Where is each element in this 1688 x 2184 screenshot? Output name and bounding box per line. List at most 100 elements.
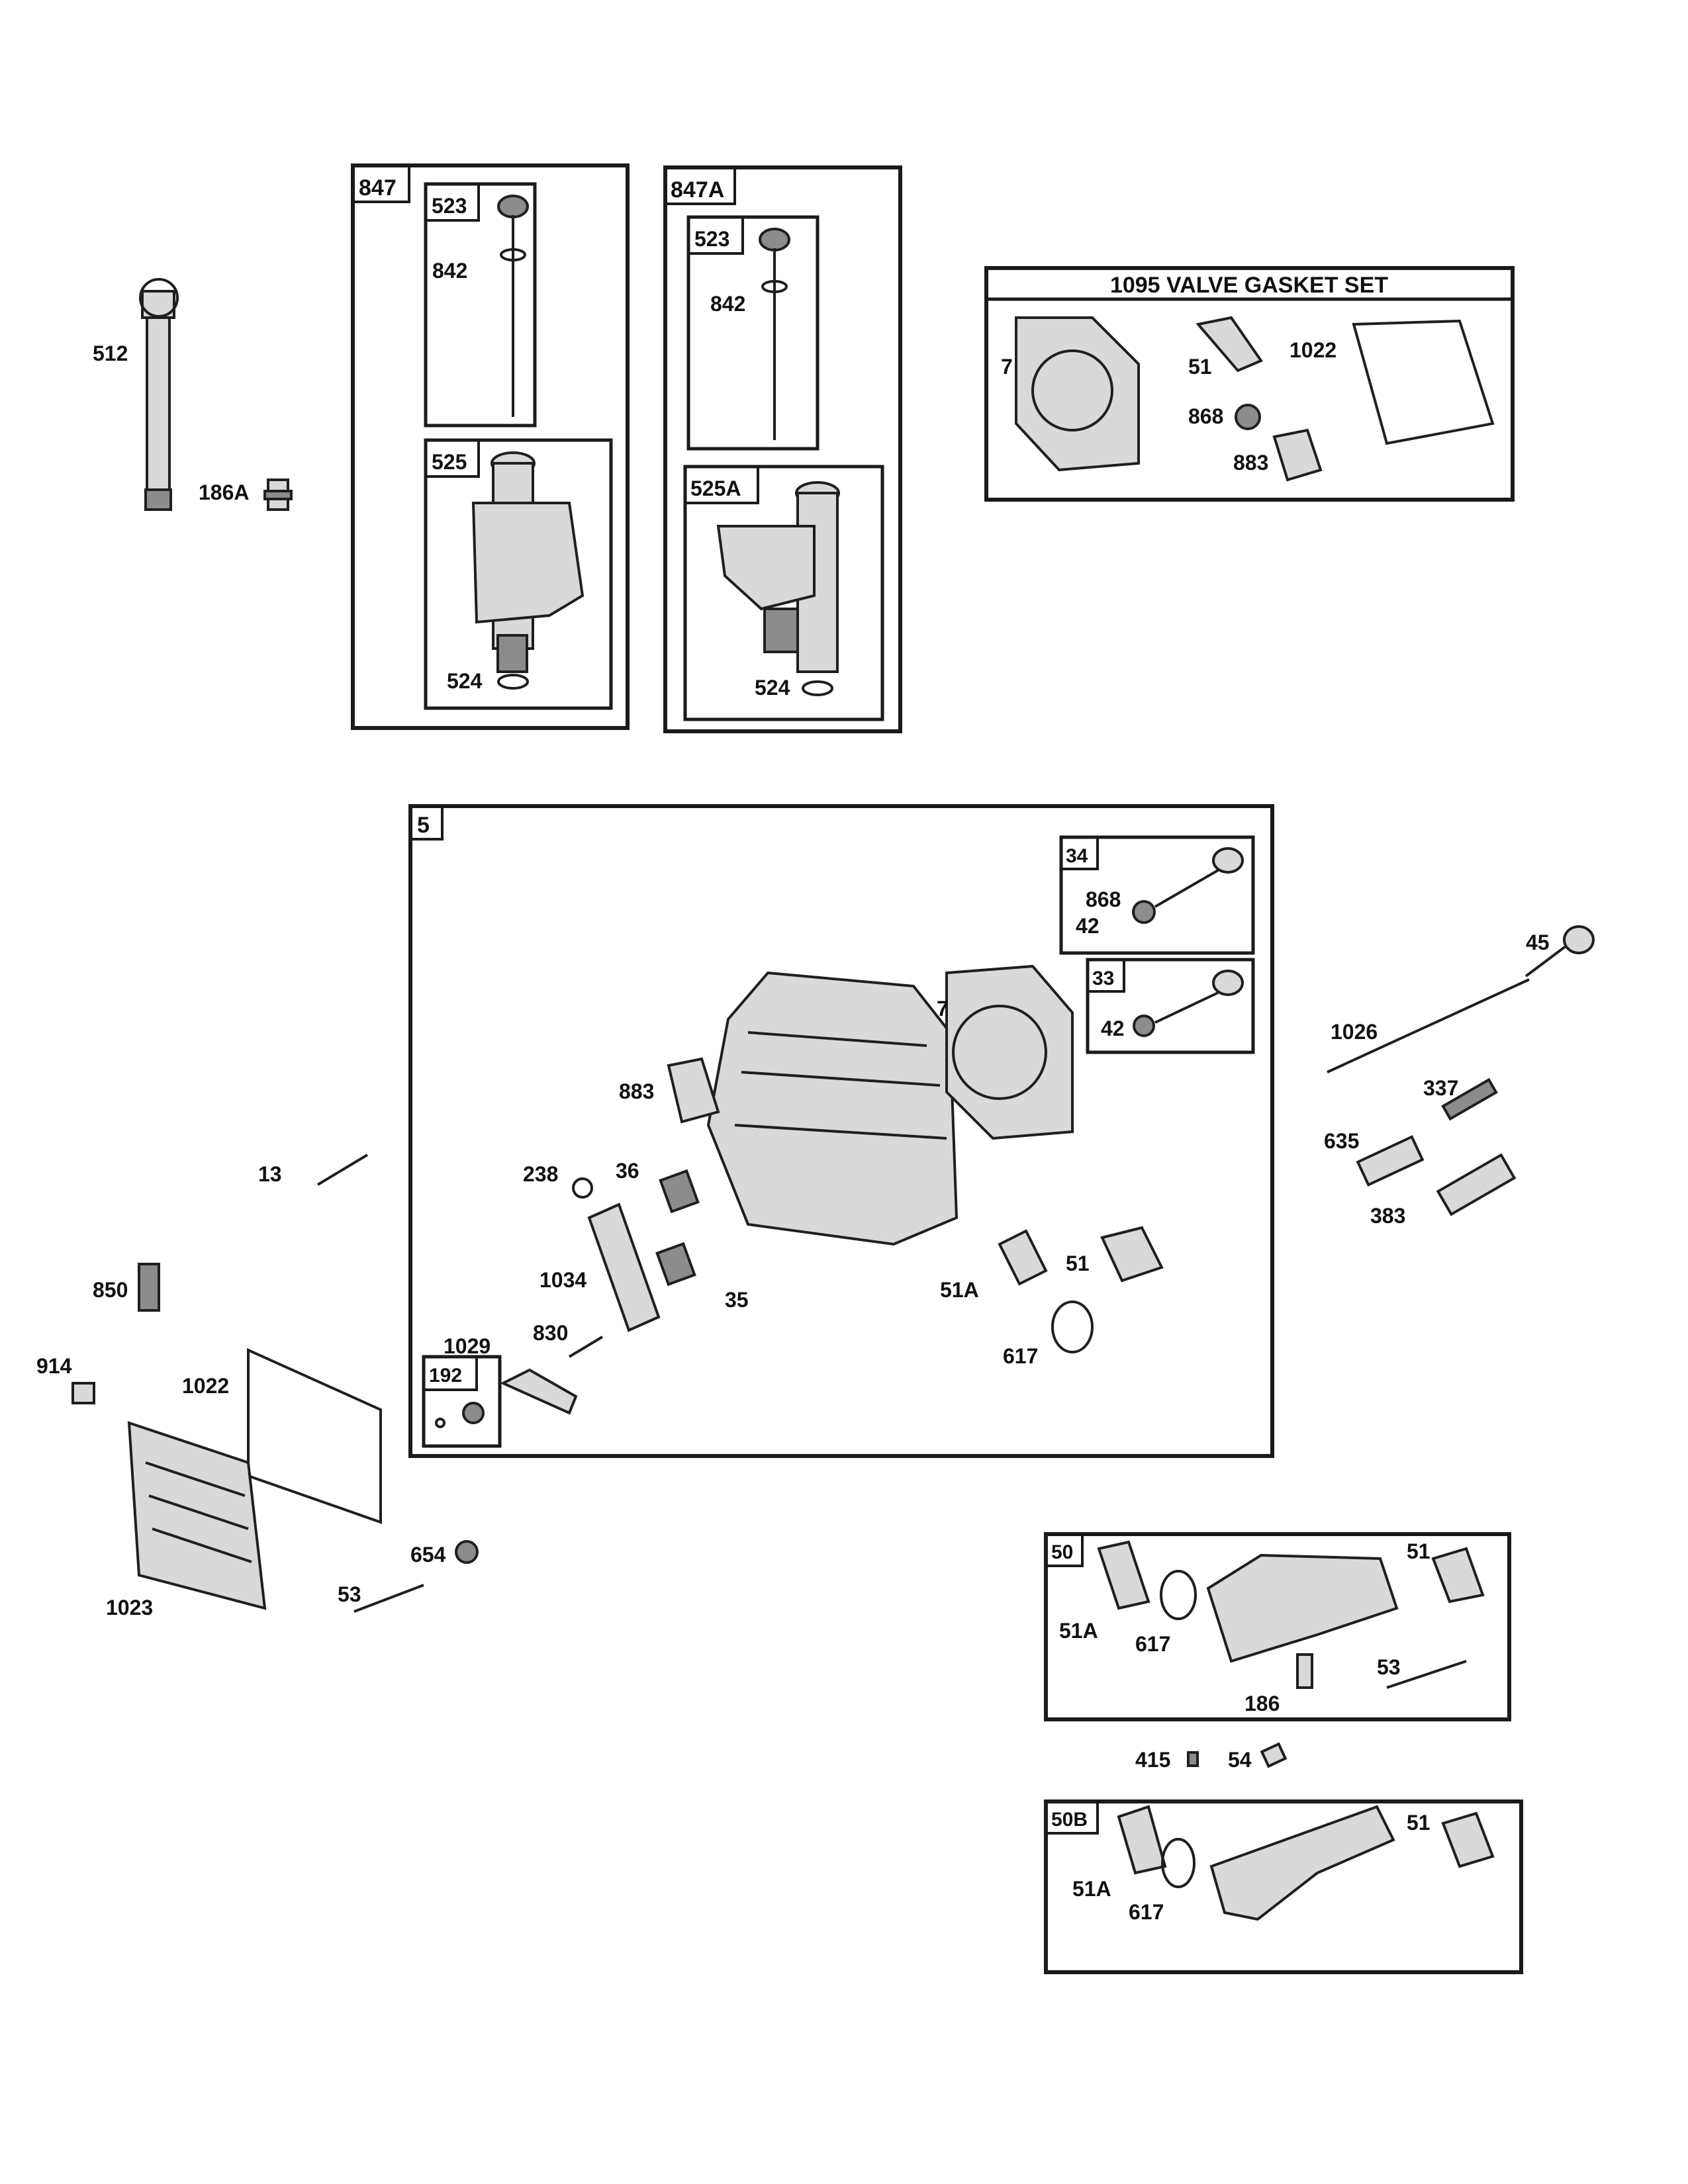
callout-51a-50b: 51A [1072, 1877, 1111, 1901]
callout-1023: 1023 [106, 1596, 153, 1619]
part-45-valve [1524, 925, 1595, 978]
callout-1034: 1034 [539, 1268, 586, 1292]
callout-1026: 1026 [1331, 1020, 1378, 1044]
callout-35: 35 [725, 1288, 749, 1312]
callout-42-b: 42 [1101, 1017, 1125, 1040]
part-192-screw [435, 1402, 485, 1428]
part-883-gasket-kit [1272, 428, 1323, 482]
part-654-nut [455, 1540, 479, 1564]
part-186-fitting-50 [1296, 1653, 1313, 1689]
kit-5-label: 5 [417, 813, 430, 838]
part-1022-cover-gasket [247, 1347, 382, 1524]
callout-51-50b: 51 [1407, 1811, 1430, 1835]
part-617-oring-50 [1160, 1570, 1197, 1620]
callout-54: 54 [1228, 1748, 1252, 1772]
part-635-tappet [1356, 1135, 1425, 1187]
kit-523-a-label: 523 [432, 194, 467, 218]
callout-850: 850 [93, 1278, 128, 1302]
part-914-bolt [71, 1382, 95, 1404]
part-51-gasket-50b [1441, 1811, 1495, 1868]
callouts: 512 186A 842 524 842 524 7 51 1022 868 8… [36, 259, 1550, 1924]
callout-186a: 186A [199, 480, 250, 504]
part-238-washer [572, 1177, 593, 1199]
part-186a-fitting [263, 478, 293, 511]
part-1023-valve-cover [127, 1421, 267, 1610]
callout-635: 635 [1324, 1129, 1359, 1153]
callout-868-kit: 868 [1188, 404, 1223, 428]
part-525a-tube [716, 481, 840, 696]
part-50-manifold [1206, 1553, 1399, 1663]
part-7-head-gasket [945, 964, 1074, 1140]
kit-847a-box: 847A 523 525A [663, 165, 902, 733]
part-1022-cover-gasket-kit [1352, 319, 1495, 445]
part-850-breather [138, 1263, 160, 1312]
kit-50b-label: 50B [1051, 1809, 1088, 1831]
callout-617: 617 [1003, 1344, 1038, 1368]
kit-523-b-label: 523 [694, 227, 729, 251]
part-512-tube [139, 278, 179, 511]
part-cylinder-head [706, 971, 959, 1246]
part-51-gasket-50 [1431, 1547, 1485, 1604]
kit-50-label: 50 [1051, 1541, 1073, 1563]
callout-13: 13 [258, 1162, 282, 1186]
kit-525a-label: 525A [690, 477, 741, 500]
part-1029-bracket [500, 1368, 578, 1415]
part-51-gasket [1100, 1226, 1164, 1283]
callout-830: 830 [533, 1321, 568, 1345]
callout-842-b: 842 [710, 292, 745, 316]
part-525-tube [471, 451, 585, 690]
callout-7: 7 [937, 997, 949, 1021]
part-383-rocker [1436, 1153, 1517, 1216]
kit-1095-box: 1095 VALVE GASKET SET [984, 266, 1515, 502]
callout-186: 186 [1244, 1692, 1280, 1715]
part-1034-plate [587, 1203, 661, 1332]
callout-1029: 1029 [444, 1334, 491, 1358]
kit-1095-label: 1095 VALVE GASKET SET [1110, 273, 1388, 298]
kit-847-label: 847 [359, 175, 397, 201]
callout-1022-kit: 1022 [1289, 338, 1336, 362]
part-617-oring [1051, 1300, 1094, 1353]
callout-53: 53 [338, 1582, 361, 1606]
kit-847-box: 847 523 525 [351, 163, 630, 730]
part-33-valve [1133, 970, 1244, 1037]
callout-45: 45 [1526, 931, 1550, 954]
part-54-screw [1260, 1742, 1288, 1768]
kit-50-box: 50 [1044, 1532, 1511, 1721]
callout-868: 868 [1086, 887, 1121, 911]
callout-337: 337 [1423, 1076, 1458, 1100]
callout-617-50b: 617 [1129, 1900, 1164, 1924]
part-51a-gasket [998, 1229, 1048, 1286]
callout-883: 883 [619, 1079, 654, 1103]
kit-5-box: 5 34 33 192 [408, 804, 1274, 1458]
part-523-dipstick-b [759, 228, 790, 440]
callout-883-kit: 883 [1233, 451, 1268, 475]
callout-42-a: 42 [1076, 914, 1100, 938]
callout-415: 415 [1135, 1748, 1170, 1772]
callout-654: 654 [410, 1543, 446, 1567]
part-51a-gasket-50 [1097, 1540, 1150, 1610]
callout-512: 512 [93, 341, 128, 365]
callout-238: 238 [523, 1162, 558, 1186]
callout-7-kit: 7 [1001, 355, 1013, 379]
callout-1022: 1022 [182, 1374, 229, 1398]
callout-383: 383 [1370, 1204, 1405, 1228]
kit-33-label: 33 [1092, 968, 1114, 989]
callout-51-kit: 51 [1188, 355, 1212, 379]
part-830-stud [568, 1336, 604, 1358]
part-415-plug [1187, 1751, 1199, 1767]
kit-525-label: 525 [432, 450, 467, 474]
callout-51-50: 51 [1407, 1539, 1430, 1563]
part-36-spring [659, 1169, 700, 1214]
callout-617-50: 617 [1135, 1632, 1170, 1656]
callout-842-a: 842 [432, 259, 467, 283]
callout-914: 914 [36, 1354, 72, 1378]
callout-36: 36 [616, 1159, 639, 1183]
callout-524-b: 524 [755, 676, 790, 700]
part-337-spark-plug [1441, 1077, 1498, 1121]
callout-53-50: 53 [1377, 1655, 1401, 1679]
part-53-stud-50 [1386, 1660, 1467, 1689]
part-34-valve [1132, 847, 1244, 924]
part-7-head-gasket-kit [1015, 316, 1140, 472]
kit-847a-label: 847A [671, 177, 724, 203]
callout-51: 51 [1066, 1251, 1090, 1275]
